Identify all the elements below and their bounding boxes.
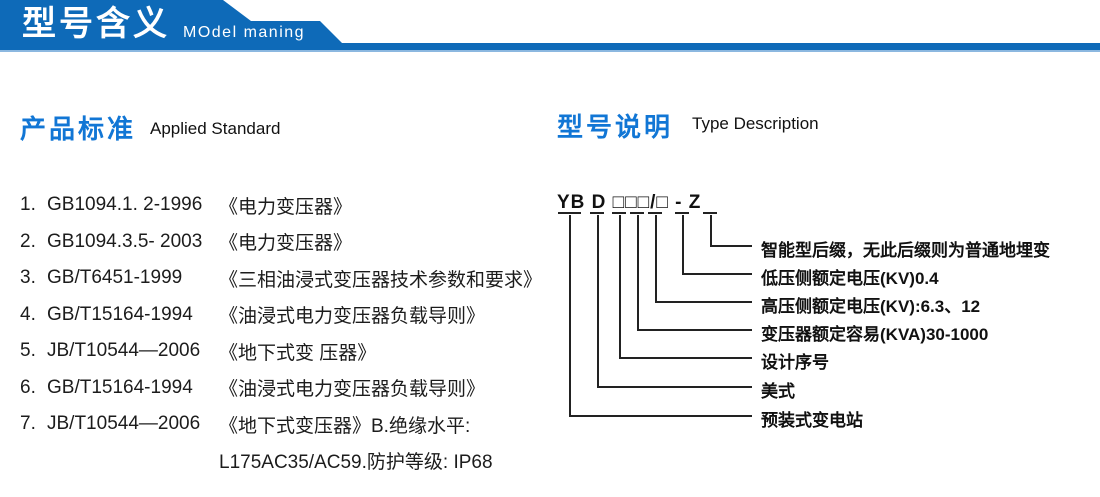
standard-number: 5.: [20, 340, 36, 362]
standard-row: 5. JB/T10544—2006 《地下式变 压器》: [20, 333, 550, 370]
standard-title: L175AC35/AC59.防护等级: IP68: [219, 452, 493, 474]
page-subtitle: MOdel maning: [183, 24, 306, 41]
standard-code: GB1094.1. 2-1996: [47, 194, 203, 216]
standard-row: 3. GB/T6451-1999 《三相油浸式变压器技术参数和要求》: [20, 260, 550, 297]
standard-row: 7. JB/T10544—2006 《地下式变压器》B.绝缘水平:: [20, 406, 550, 443]
connector-label-smart-suffix: 智能型后缀，无此后缀则为普通地埋变: [761, 241, 1050, 260]
connector-label-american-style: 美式: [761, 382, 795, 401]
code-underline-z: [703, 212, 717, 214]
standard-title: 《电力变压器》: [219, 233, 353, 255]
code-underline-box3: [648, 212, 662, 214]
connector-label-hv-voltage: 高压侧额定电压(KV):6.3、12: [761, 297, 981, 316]
connector-label-design-serial: 设计序号: [761, 353, 829, 372]
standard-row: 2. GB1094.3.5- 2003 《电力变压器》: [20, 224, 550, 261]
standard-number: 2.: [20, 230, 36, 252]
connector-line-z: [710, 215, 752, 247]
standard-row: 1. GB1094.1. 2-1996 《电力变压器》: [20, 187, 550, 224]
standard-number: 6.: [20, 376, 36, 398]
banner-underline: [0, 50, 1100, 52]
applied-standard-heading-cn: 产品标准: [20, 114, 137, 144]
standard-code: GB/T15164-1994: [47, 376, 193, 398]
type-description-heading-cn: 型号说明: [557, 112, 674, 142]
standard-title: 《油浸式电力变压器负载导则》: [219, 306, 486, 328]
standard-code: JB/T10544—2006: [47, 413, 201, 435]
model-code: YB D □□□/□ - Z: [557, 192, 702, 213]
connector-line-box3: [655, 215, 752, 303]
code-underline-box1: [612, 212, 626, 214]
code-underline-box2: [630, 212, 644, 214]
standard-code: GB/T15164-1994: [47, 303, 193, 325]
code-underline-yb: [558, 212, 581, 214]
connector-label-rated-capacity: 变压器额定容易(KVA)30-1000: [761, 325, 989, 344]
standard-number: 1.: [20, 194, 36, 216]
connector-line-box2: [637, 215, 752, 331]
standard-number: 3.: [20, 267, 36, 289]
connector-label-lv-voltage: 低压侧额定电压(KV)0.4: [761, 269, 939, 288]
page-title: 型号含义: [22, 5, 170, 43]
standard-code: JB/T10544—2006: [47, 340, 201, 362]
connector-label-prefab-substation: 预装式变电站: [761, 411, 863, 430]
standard-row: 4. GB/T15164-1994 《油浸式电力变压器负载导则》: [20, 297, 550, 334]
standard-title: 《油浸式电力变压器负载导则》: [219, 379, 486, 401]
standard-row: 6. GB/T15164-1994 《油浸式电力变压器负载导则》: [20, 370, 550, 407]
standards-list: 1. GB1094.1. 2-1996 《电力变压器》 2. GB1094.3.…: [20, 187, 550, 479]
standard-title: 《电力变压器》: [219, 196, 353, 218]
standard-row-continuation: L175AC35/AC59.防护等级: IP68: [20, 443, 550, 480]
connector-line-d: [597, 215, 752, 388]
connector-line-box1: [619, 215, 752, 359]
type-description-heading-en: Type Description: [692, 114, 819, 133]
standard-code: GB/T6451-1999: [47, 267, 183, 289]
code-underline-box4: [675, 212, 689, 214]
connector-line-box4: [682, 215, 752, 275]
standard-number: 4.: [20, 303, 36, 325]
standard-number: 7.: [20, 413, 36, 435]
applied-standard-heading-en: Applied Standard: [150, 119, 281, 138]
connector-line-yb: [569, 215, 752, 417]
standard-title: 《地下式变压器》B.绝缘水平:: [219, 415, 471, 437]
standard-code: GB1094.3.5- 2003: [47, 230, 203, 252]
code-underline-d: [590, 212, 604, 214]
standard-title: 《地下式变 压器》: [219, 342, 377, 364]
standard-title: 《三相油浸式变压器技术参数和要求》: [219, 269, 543, 291]
